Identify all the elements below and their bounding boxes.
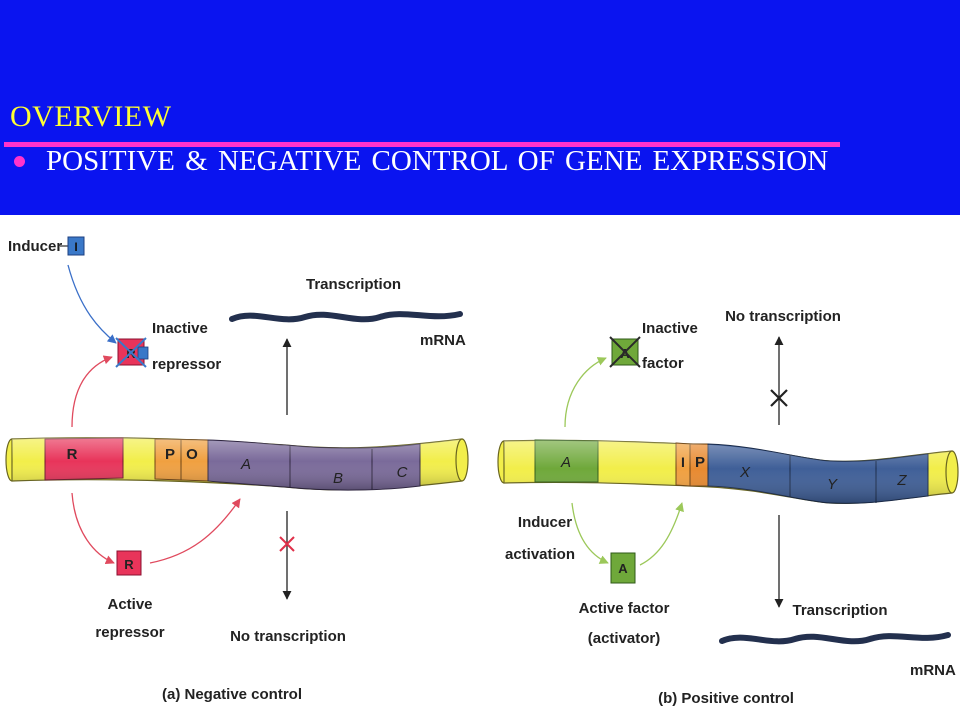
tube-shading — [504, 440, 952, 504]
inducer-activation-label-2: activation — [505, 546, 575, 563]
inducer-binding-arrow — [67, 264, 117, 344]
inducer-label: Inducer — [8, 238, 62, 255]
activation-arrow — [571, 502, 609, 564]
segment-p-label: P — [695, 454, 705, 471]
transcription-label-positive: Transcription — [792, 602, 887, 619]
active-factor: A — [610, 552, 636, 584]
dna-strand-negative — [5, 437, 469, 491]
caption-positive: (b) Positive control — [658, 690, 794, 707]
inactive-factor: A — [609, 336, 641, 368]
segment-r-label: R — [67, 446, 78, 463]
active-factor-label-2: (activator) — [588, 630, 661, 647]
active-factor-symbol: A — [618, 561, 628, 576]
segment-i-label: I — [681, 454, 685, 470]
active-factor-label-1: Active factor — [579, 600, 670, 617]
segment-c-label: C — [397, 464, 408, 481]
active-repressor-label-1: Active — [107, 596, 152, 613]
segment-b-label: B — [333, 470, 343, 487]
inducer-molecule: I — [67, 236, 85, 256]
inactive-factor-label-2: factor — [642, 355, 684, 372]
caption-negative: (a) Negative control — [162, 686, 302, 703]
inactive-factor-label-1: Inactive — [642, 320, 698, 337]
negative-control-panel: Inducer I R Inactive repressor — [5, 236, 469, 703]
mrna-strand-negative — [229, 311, 463, 323]
slide-title: OVERVIEW — [10, 100, 172, 133]
transcription-label-negative: Transcription — [306, 276, 401, 293]
active-repressor-label-2: repressor — [95, 624, 164, 641]
mrna-strand-positive — [719, 632, 951, 645]
bound-inducer — [137, 346, 149, 360]
inactive-repressor: R — [115, 337, 149, 368]
repressor-binding-arrow — [149, 498, 241, 564]
no-transcription-label-positive: No transcription — [725, 308, 841, 325]
segment-a-label: A — [240, 456, 251, 473]
bullet-dot — [14, 156, 25, 167]
segment-o-label: O — [186, 446, 198, 463]
segment-y-label: Y — [827, 476, 838, 493]
factor-synthesis-arrow — [564, 357, 607, 428]
segment-p-label: P — [165, 446, 175, 463]
dna-strand-positive — [497, 439, 959, 504]
inducer-symbol: I — [74, 240, 77, 254]
segment-x-label: X — [739, 464, 751, 481]
inducer-activation-label-1: Inducer — [518, 514, 572, 531]
repressor-inactivation-arrow — [71, 355, 113, 428]
active-repressor-symbol: R — [124, 557, 134, 572]
segment-a-label: A — [560, 454, 571, 471]
no-transcription-label-negative: No transcription — [230, 628, 346, 645]
segment-z-label: Z — [896, 472, 907, 489]
tube-shading — [12, 437, 462, 490]
header-bar — [0, 0, 960, 215]
active-repressor: R — [116, 550, 142, 576]
repressor-synthesis-arrow — [71, 492, 115, 565]
slide-subtitle: POSITIVE & NEGATIVE CONTROL OF GENE EXPR… — [46, 145, 829, 177]
mrna-label-negative: mRNA — [420, 332, 466, 349]
title-underline — [4, 142, 840, 147]
inactive-repressor-label-2: repressor — [152, 356, 221, 373]
positive-control-panel: A Inactive factor A I P — [497, 308, 959, 707]
mrna-label-positive: mRNA — [910, 662, 956, 679]
inactive-repressor-label-1: Inactive — [152, 320, 208, 337]
gene-control-diagram: Inducer I R Inactive repressor — [5, 236, 959, 707]
activator-binding-arrow — [639, 502, 684, 566]
